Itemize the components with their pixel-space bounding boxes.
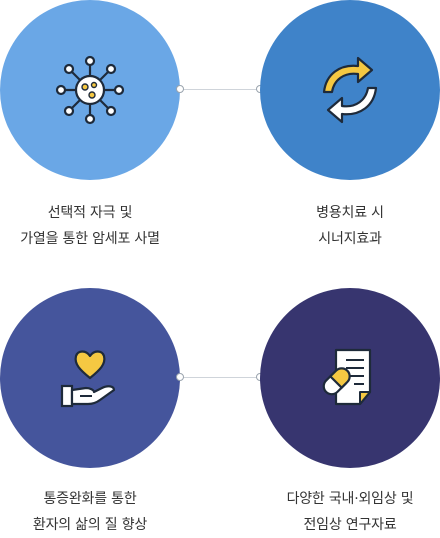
connector-line — [176, 373, 264, 381]
virus-icon — [55, 55, 125, 125]
circle-research-data — [260, 288, 440, 468]
caption-line: 가열을 통한 암세포 사멸 — [20, 231, 160, 247]
hand-heart-icon — [60, 350, 116, 408]
connector-dot — [176, 373, 184, 381]
connector-dot — [176, 85, 184, 93]
caption-research-data: 다양한 국내·외임상 및 전임상 연구자료 — [240, 486, 440, 538]
circle-cancer-cell-death — [0, 0, 180, 180]
caption-line: 시너지효과 — [318, 231, 382, 247]
caption-line: 전임상 연구자료 — [303, 517, 397, 533]
connector-line — [176, 85, 264, 93]
caption-quality-of-life: 통증완화를 통한 환자의 삶의 질 향상 — [0, 486, 200, 538]
caption-line: 통증완화를 통한 — [43, 491, 137, 507]
document-pill-icon — [322, 348, 372, 406]
caption-synergy: 병용치료 시 시너지효과 — [240, 200, 440, 252]
caption-line: 환자의 삶의 질 향상 — [32, 517, 148, 533]
caption-cancer-cell-death: 선택적 자극 및 가열을 통한 암세포 사멸 — [0, 200, 200, 252]
caption-line: 다양한 국내·외임상 및 — [286, 491, 414, 507]
refresh-cycle-icon — [322, 56, 378, 124]
circle-synergy — [260, 0, 440, 180]
caption-line: 선택적 자극 및 — [47, 205, 133, 221]
circle-quality-of-life — [0, 288, 180, 468]
caption-line: 병용치료 시 — [316, 205, 384, 221]
